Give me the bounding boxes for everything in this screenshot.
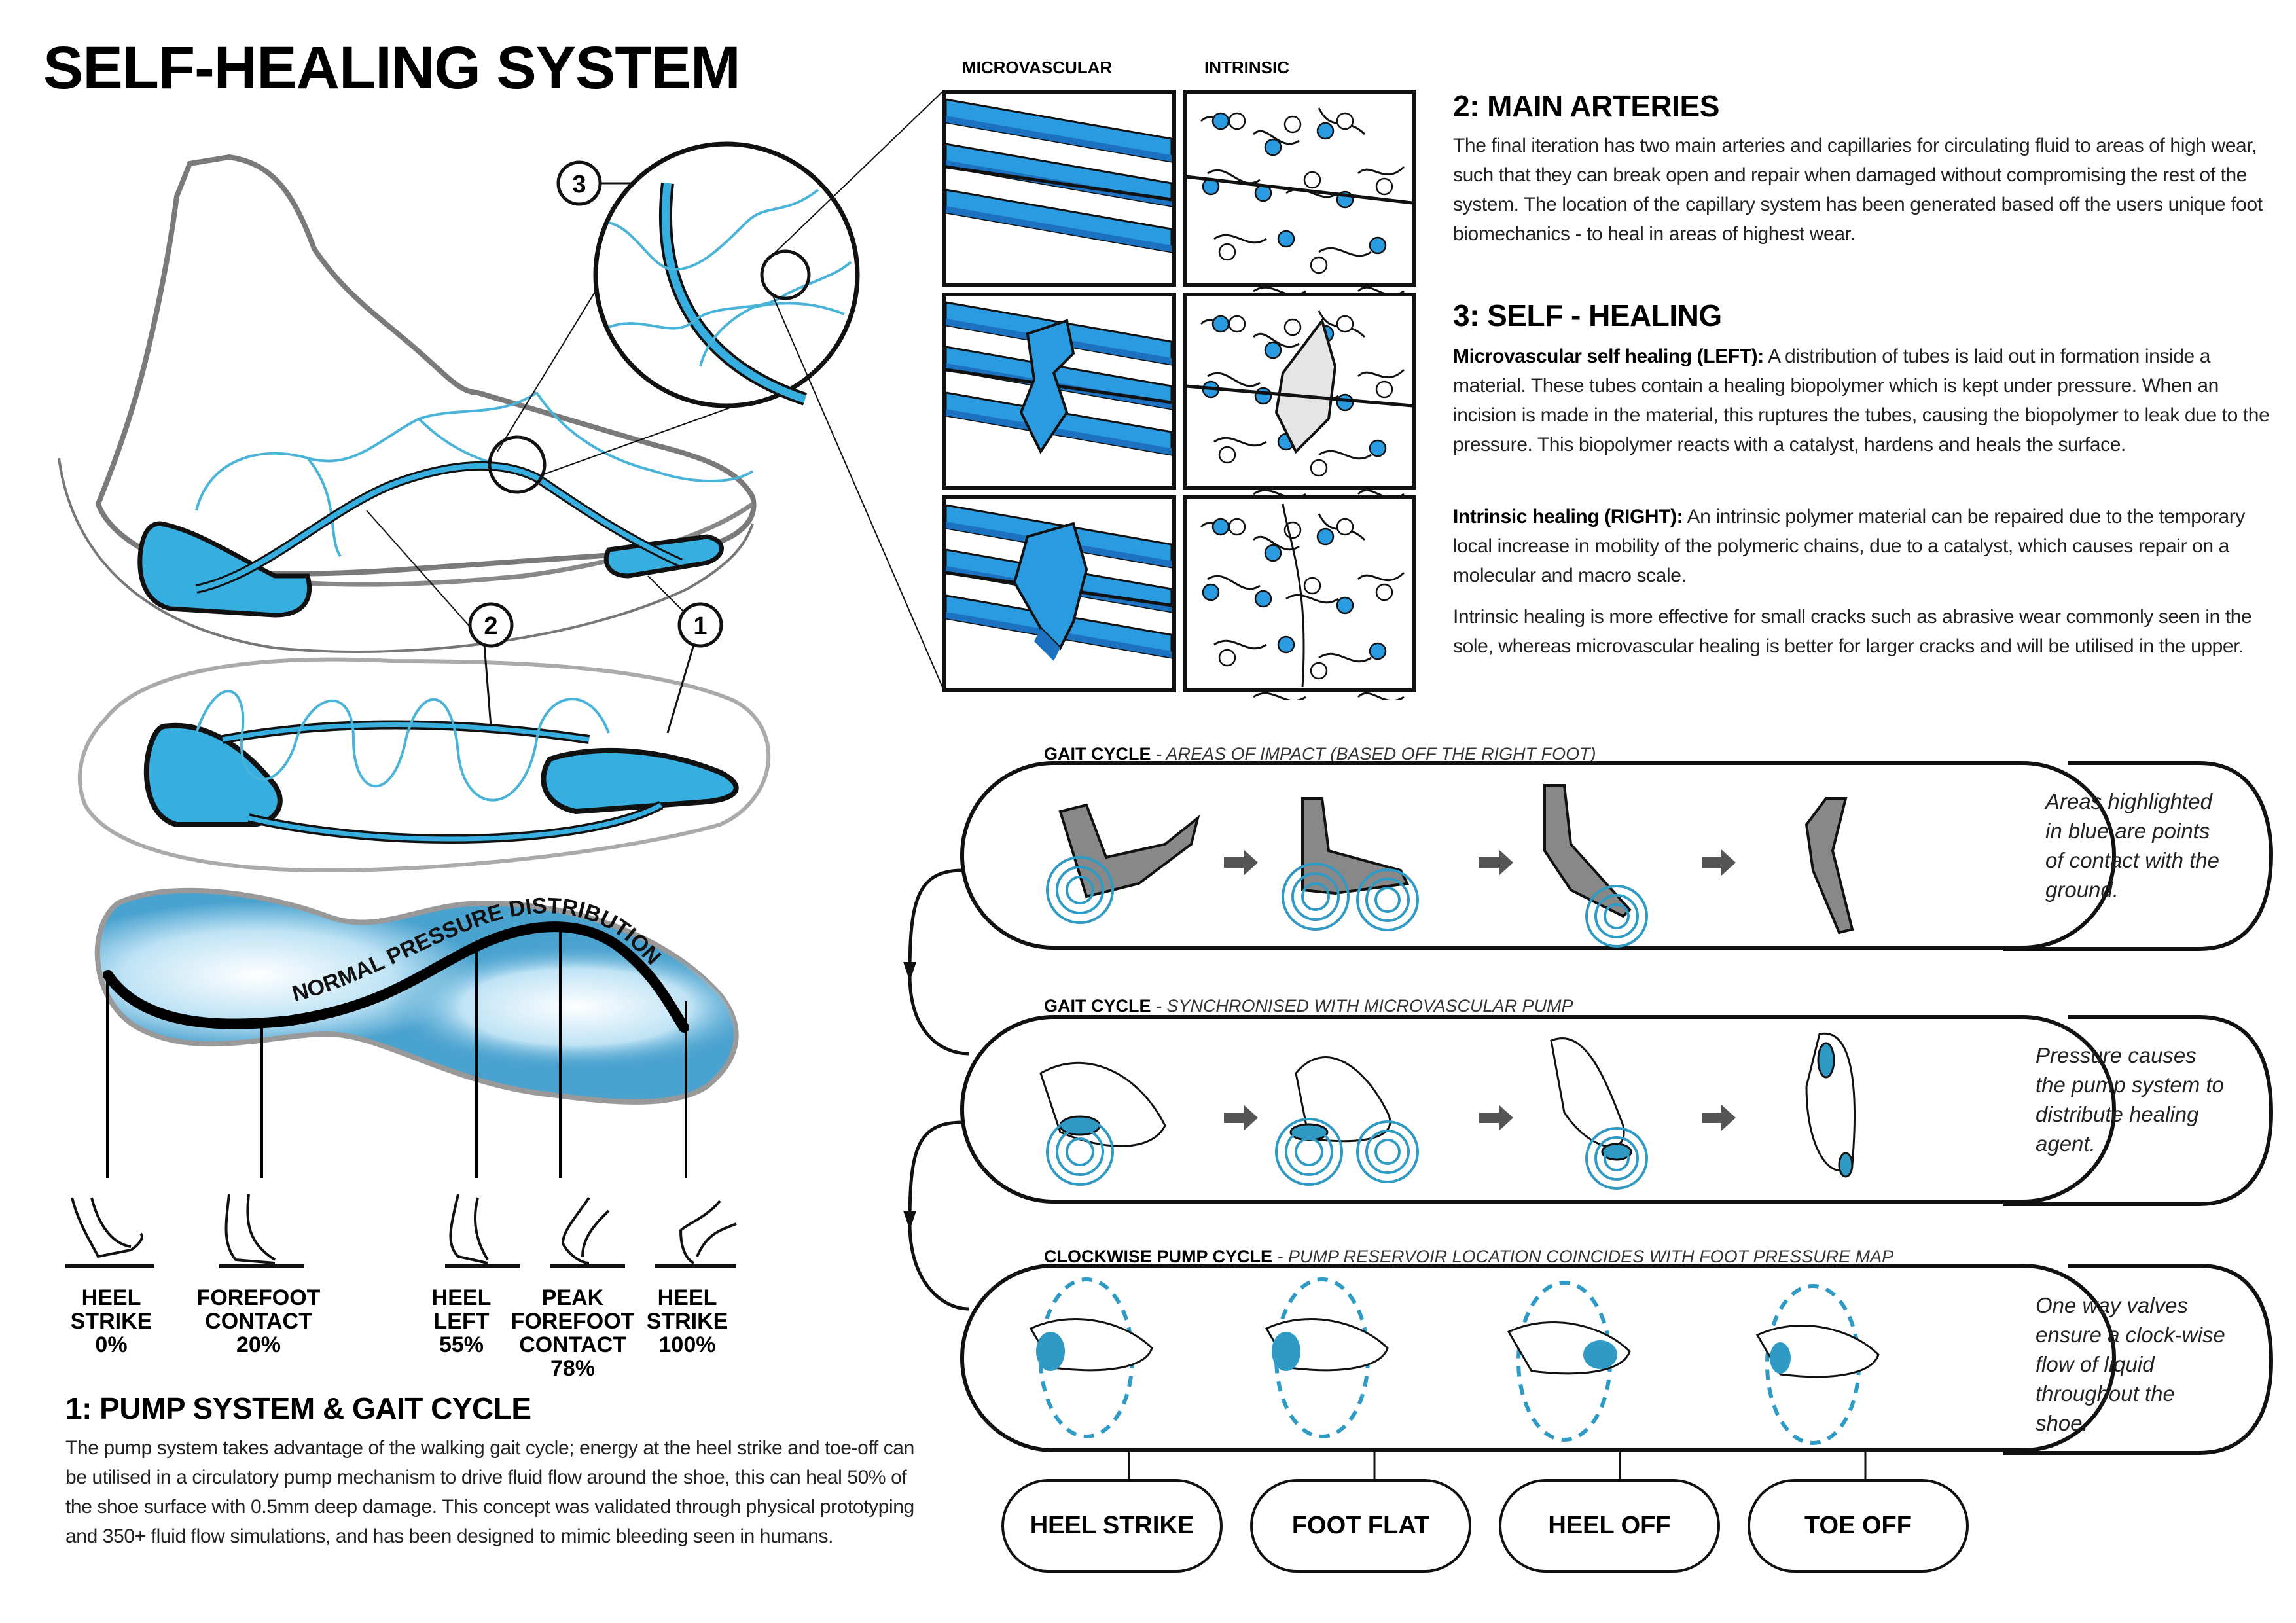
panel-microvascular-healed [942,495,1176,692]
cycle-row-2-panel [960,1015,2116,1204]
arrow-right-icon [1479,849,1513,876]
intrinsic-body: An intrinsic polymer material can be rep… [1453,506,2245,586]
row3-pump-stages [1029,1277,1880,1445]
gait-phase-forefoot-contact: FOREFOOT CONTACT 20% [196,1285,321,1357]
foot-icon-heel-strike-end [655,1200,737,1268]
stage-button-heel-strike[interactable]: HEEL STRIKE [1001,1479,1223,1573]
col-head-microvascular: MICROVASCULAR [962,58,1113,77]
foot-icon-forefoot-contact [219,1194,304,1268]
topview-outline [78,657,771,873]
stage-button-heel-off[interactable]: HEEL OFF [1499,1479,1720,1573]
arrow-right-icon [1702,849,1736,876]
stage-button-toe-off[interactable]: TOE OFF [1748,1479,1969,1573]
foot-icon-peak-forefoot [550,1196,625,1268]
section3-microvascular: Microvascular self healing (LEFT): A dis… [1453,342,2278,459]
gait-phase-peak-forefoot: PEAK FOREFOOT CONTACT 78% [511,1285,635,1381]
foot-silhouettes [65,1194,737,1268]
section1-body: The pump system takes advantage of the w… [65,1437,914,1547]
arrow-right-icon [1224,849,1258,876]
cycle-row-3-label: CLOCKWISE PUMP CYCLE - PUMP RESERVOIR LO… [1044,1247,1894,1266]
microvascular-body: A distribution of tubes is laid out in f… [1453,346,2270,455]
section3-intrinsic: Intrinsic healing (RIGHT): An intrinsic … [1453,502,2278,590]
panel-microvascular-cracked [942,293,1176,490]
callout-1-label: 1 [693,613,707,640]
row1-foot-heel-strike [1046,803,1200,924]
panel-intrinsic-healed [1183,495,1416,700]
callout-2-badge [468,602,514,648]
cycle-connector-2 [908,1120,969,1311]
intrinsic-label: Intrinsic healing (RIGHT): [1453,506,1683,527]
cycle-row-3-note: One way valves ensure a clock-wise flow … [2036,1293,2225,1435]
cycle-diagram-frames [903,761,2274,1479]
pressure-map: NORMAL PRESSURE DISTRIBUTION [94,887,739,1178]
row2-shoe-heel-off [1550,1037,1648,1190]
foot-icon-heel-left [445,1194,520,1268]
zoom-capillaries [608,188,852,367]
cycle-row-1-note: Areas highlighted in blue are points of … [2045,789,2219,902]
stage-button-foot-flat[interactable]: FOOT FLAT [1250,1479,1471,1573]
shoe-heel-curve [58,457,754,653]
heel-reservoir [137,521,312,618]
microvascular-label: Microvascular self healing (LEFT): [1453,346,1764,367]
topview-toe-reservoir [541,747,739,815]
arrow-right-icon [1224,1105,1258,1131]
row3-pump-heel-strike [1029,1277,1153,1438]
callout-1-badge [677,602,723,648]
cycle-row-2-label: GAIT CYCLE - SYNCHRONISED WITH MICROVASC… [1044,996,1573,1016]
callout-2-label: 2 [484,613,497,640]
row1-foot-heel-off [1543,784,1648,948]
gait-phase-strip: HEEL STRIKE 0% FOREFOOT CONTACT 20% HEEL… [0,1185,785,1381]
gait-phase-heel-strike-end: HEEL STRIKE 100% [646,1285,728,1357]
pressure-curve [103,921,689,1033]
page-title: SELF-HEALING SYSTEM [43,35,741,101]
gait-phase-heel-left: HEEL LEFT 55% [431,1285,492,1357]
section1-heading: 1: PUMP SYSTEM & GAIT CYCLE [65,1391,531,1425]
row2-shoe-stages [1039,1032,1856,1190]
arrow-right-icon [1702,1105,1736,1131]
row3-pump-foot-flat [1265,1277,1389,1438]
capillary-network [195,391,754,558]
row3-pump-toe-off [1755,1284,1880,1445]
foot-icon-heel-strike [65,1197,154,1268]
topview-capillaries [195,690,610,802]
callout-3-label: 3 [572,171,586,198]
zoom-marker-small [488,435,547,494]
row1-foot-toe-off [1804,797,1854,935]
section3-heading: 3: SELF - HEALING [1453,298,1722,332]
callout-3-badge [556,160,602,206]
cycle-row-1-label: GAIT CYCLE - AREAS OF IMPACT (BASED OFF … [1044,744,1596,764]
panel-microvascular-intact [942,90,1176,287]
panel-intrinsic-cracked [1183,293,1416,516]
section2-heading: 2: MAIN ARTERIES [1453,89,1719,123]
col-head-intrinsic: INTRINSIC [1204,58,1289,77]
row2-shoe-heel-strike [1039,1061,1166,1186]
arrow-right-icon [1479,1105,1513,1131]
section2-body: The final iteration has two main arterie… [1453,135,2263,245]
cycle-row-2-note: Pressure causes the pump system to distr… [2036,1043,2224,1156]
row2-shoe-foot-flat [1275,1056,1419,1186]
gait-phase-heel-strike: HEEL STRIKE 0% [70,1285,152,1357]
panel-intrinsic-intact [1183,90,1416,313]
row1-foot-foot-flat [1282,797,1419,931]
row3-pump-heel-off [1507,1281,1631,1442]
topview-heel-reservoir [143,722,283,827]
row1-foot-stages [1046,784,1854,948]
material-panels-grid [942,90,1416,700]
row2-shoe-toe-off [1805,1032,1856,1178]
section3-comparison: Intrinsic healing is more effective for … [1453,606,2252,657]
shoe-pump-illustration: 3 2 1 [58,91,943,873]
cycle-connector-1 [908,868,969,1056]
